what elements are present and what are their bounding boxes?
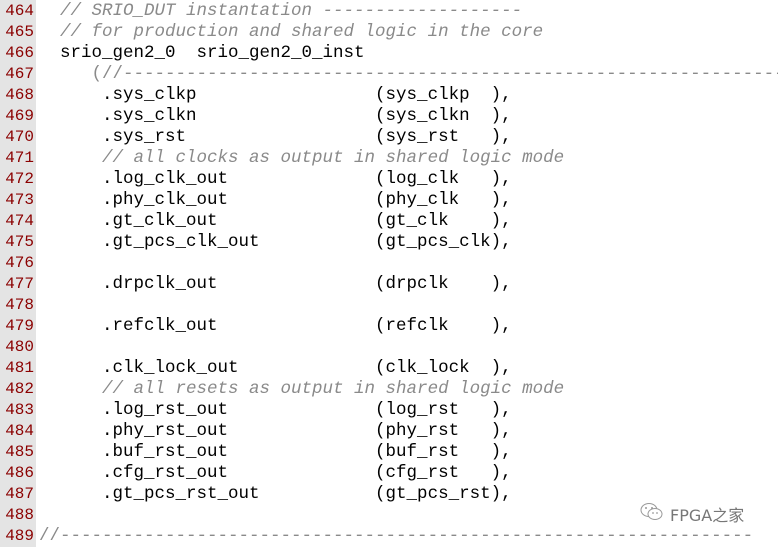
line-number: 486 <box>5 464 34 482</box>
code-line[interactable]: 470 .sys_rst (sys_rst ), <box>0 127 778 148</box>
line-number: 468 <box>5 86 34 104</box>
line-code[interactable]: (//-------------------------------------… <box>39 64 778 84</box>
line-code[interactable]: .gt_pcs_rst_out (gt_pcs_rst), <box>39 484 512 504</box>
code-line[interactable]: 469 .sys_clkn (sys_clkn ), <box>0 106 778 127</box>
code-line[interactable]: 468 .sys_clkp (sys_clkp ), <box>0 85 778 106</box>
line-code[interactable]: // SRIO_DUT instantation ---------------… <box>39 1 523 21</box>
line-code[interactable]: .sys_rst (sys_rst ), <box>39 127 512 147</box>
code-line[interactable]: 473 .phy_clk_out (phy_clk ), <box>0 190 778 211</box>
line-code[interactable]: .buf_rst_out (buf_rst ), <box>39 442 512 462</box>
line-number: 477 <box>5 275 34 293</box>
line-number: 482 <box>5 380 34 398</box>
code-line[interactable]: 476 <box>0 253 778 274</box>
line-number: 485 <box>5 443 34 461</box>
line-code[interactable]: .drpclk_out (drpclk ), <box>39 274 512 294</box>
line-code[interactable]: .phy_clk_out (phy_clk ), <box>39 190 512 210</box>
line-number: 478 <box>5 296 34 314</box>
line-code[interactable]: // all clocks as output in shared logic … <box>39 148 565 168</box>
code-line[interactable]: 475 .gt_pcs_clk_out (gt_pcs_clk), <box>0 232 778 253</box>
code-line[interactable]: 488 <box>0 505 778 526</box>
code-line[interactable]: 465 // for production and shared logic i… <box>0 22 778 43</box>
line-number: 465 <box>5 23 34 41</box>
line-number: 467 <box>5 65 34 83</box>
watermark-text: FPGA之家 <box>670 506 745 525</box>
code-line[interactable]: 471 // all clocks as output in shared lo… <box>0 148 778 169</box>
code-line[interactable]: 482 // all resets as output in shared lo… <box>0 379 778 400</box>
code-line[interactable]: 472 .log_clk_out (log_clk ), <box>0 169 778 190</box>
line-number: 474 <box>5 212 34 230</box>
line-code[interactable]: srio_gen2_0 srio_gen2_0_inst <box>39 43 365 63</box>
line-number: 483 <box>5 401 34 419</box>
code-line[interactable]: 467 (//---------------------------------… <box>0 64 778 85</box>
line-number: 475 <box>5 233 34 251</box>
line-number: 489 <box>5 527 34 545</box>
line-number: 476 <box>5 254 34 272</box>
code-line[interactable]: 478 <box>0 295 778 316</box>
line-number: 480 <box>5 338 34 356</box>
code-line[interactable]: 489 //-----------------------------------… <box>0 526 778 547</box>
line-number: 479 <box>5 317 34 335</box>
line-code[interactable]: // for production and shared logic in th… <box>39 22 544 42</box>
line-code[interactable]: .sys_clkp (sys_clkp ), <box>39 85 512 105</box>
code-line[interactable]: 466 srio_gen2_0 srio_gen2_0_inst <box>0 43 778 64</box>
line-number: 469 <box>5 107 34 125</box>
line-number: 471 <box>5 149 34 167</box>
line-code[interactable]: .gt_clk_out (gt_clk ), <box>39 211 512 231</box>
line-number: 464 <box>5 2 34 20</box>
line-code[interactable]: .clk_lock_out (clk_lock ), <box>39 358 512 378</box>
line-number: 470 <box>5 128 34 146</box>
line-code[interactable]: .gt_pcs_clk_out (gt_pcs_clk), <box>39 232 512 252</box>
code-line[interactable]: 479 .refclk_out (refclk ), <box>0 316 778 337</box>
code-line[interactable]: 487 .gt_pcs_rst_out (gt_pcs_rst), <box>0 484 778 505</box>
code-line[interactable]: 464 // SRIO_DUT instantation -----------… <box>0 1 778 22</box>
line-code[interactable]: .refclk_out (refclk ), <box>39 316 512 336</box>
line-number: 472 <box>5 170 34 188</box>
line-code[interactable]: .phy_rst_out (phy_rst ), <box>39 421 512 441</box>
line-code[interactable]: .sys_clkn (sys_clkn ), <box>39 106 512 126</box>
line-code[interactable]: .log_rst_out (log_rst ), <box>39 400 512 420</box>
line-code[interactable]: .log_clk_out (log_clk ), <box>39 169 512 189</box>
code-line[interactable]: 483 .log_rst_out (log_rst ), <box>0 400 778 421</box>
code-line[interactable]: 486 .cfg_rst_out (cfg_rst ), <box>0 463 778 484</box>
code-line[interactable]: 485 .buf_rst_out (buf_rst ), <box>0 442 778 463</box>
line-number: 473 <box>5 191 34 209</box>
line-code[interactable]: //--------------------------------------… <box>39 526 754 546</box>
line-number: 488 <box>5 506 34 524</box>
line-code[interactable]: // all resets as output in shared logic … <box>39 379 565 399</box>
line-number-gutter <box>0 0 36 547</box>
watermark: FPGA之家 <box>636 500 749 528</box>
code-line[interactable]: 477 .drpclk_out (drpclk ), <box>0 274 778 295</box>
code-line[interactable]: 481 .clk_lock_out (clk_lock ), <box>0 358 778 379</box>
code-line[interactable]: 474 .gt_clk_out (gt_clk ), <box>0 211 778 232</box>
line-code[interactable]: .cfg_rst_out (cfg_rst ), <box>39 463 512 483</box>
line-number: 481 <box>5 359 34 377</box>
wechat-icon <box>640 502 664 526</box>
code-line[interactable]: 480 <box>0 337 778 358</box>
code-line[interactable]: 484 .phy_rst_out (phy_rst ), <box>0 421 778 442</box>
line-number: 484 <box>5 422 34 440</box>
line-number: 487 <box>5 485 34 503</box>
line-number: 466 <box>5 44 34 62</box>
